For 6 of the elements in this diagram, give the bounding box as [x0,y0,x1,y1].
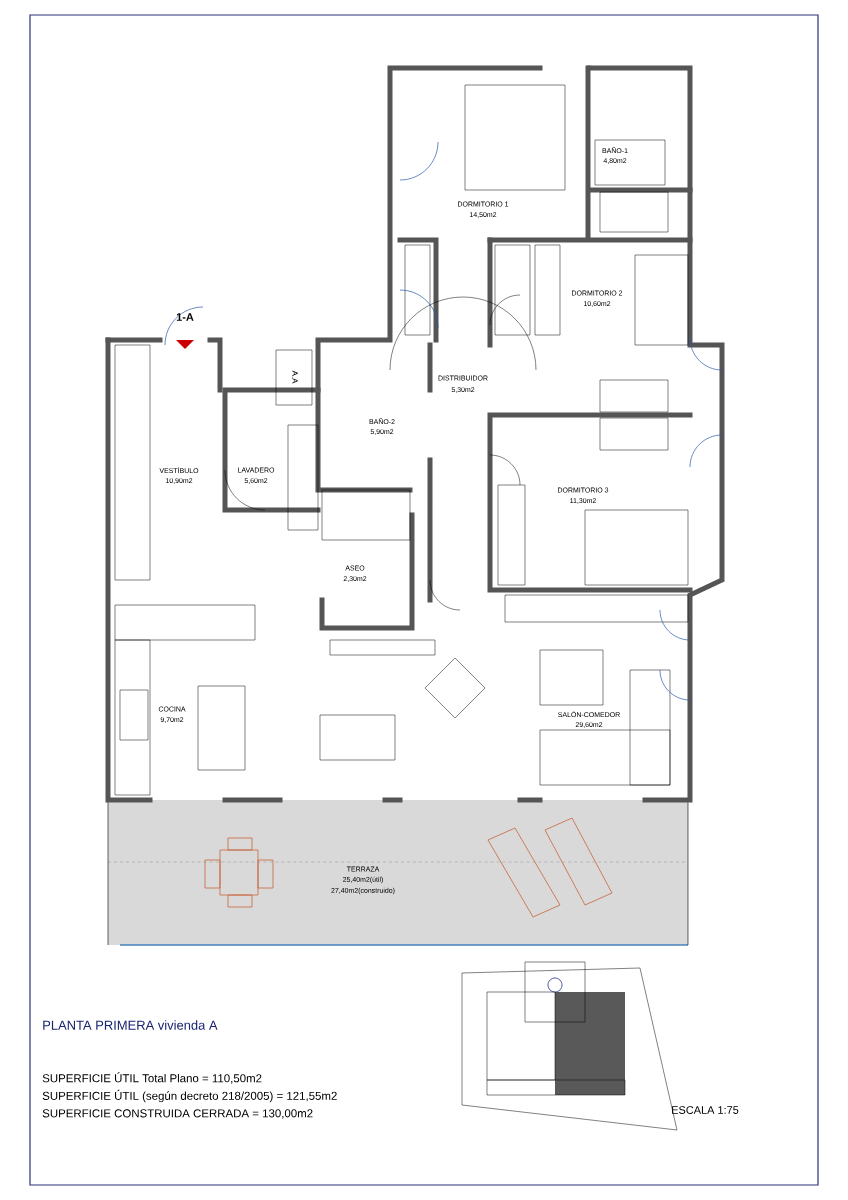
entrance-label: 1-A [176,313,194,321]
area-summary: SUPERFICIE ÚTIL Total Plano = 110,50m2 [42,1072,262,1084]
area-summary: SUPERFICIE ÚTIL (según decreto 218/2005) = 121,55m2 [42,1089,337,1103]
area-summary: SUPERFICIE CONSTRUIDA CERRADA = 130,00m2 [42,1109,313,1119]
plan-title: PLANTA PRIMERA vivienda A [43,1020,218,1030]
scale-label: ESCALA 1:75 [672,1106,739,1114]
